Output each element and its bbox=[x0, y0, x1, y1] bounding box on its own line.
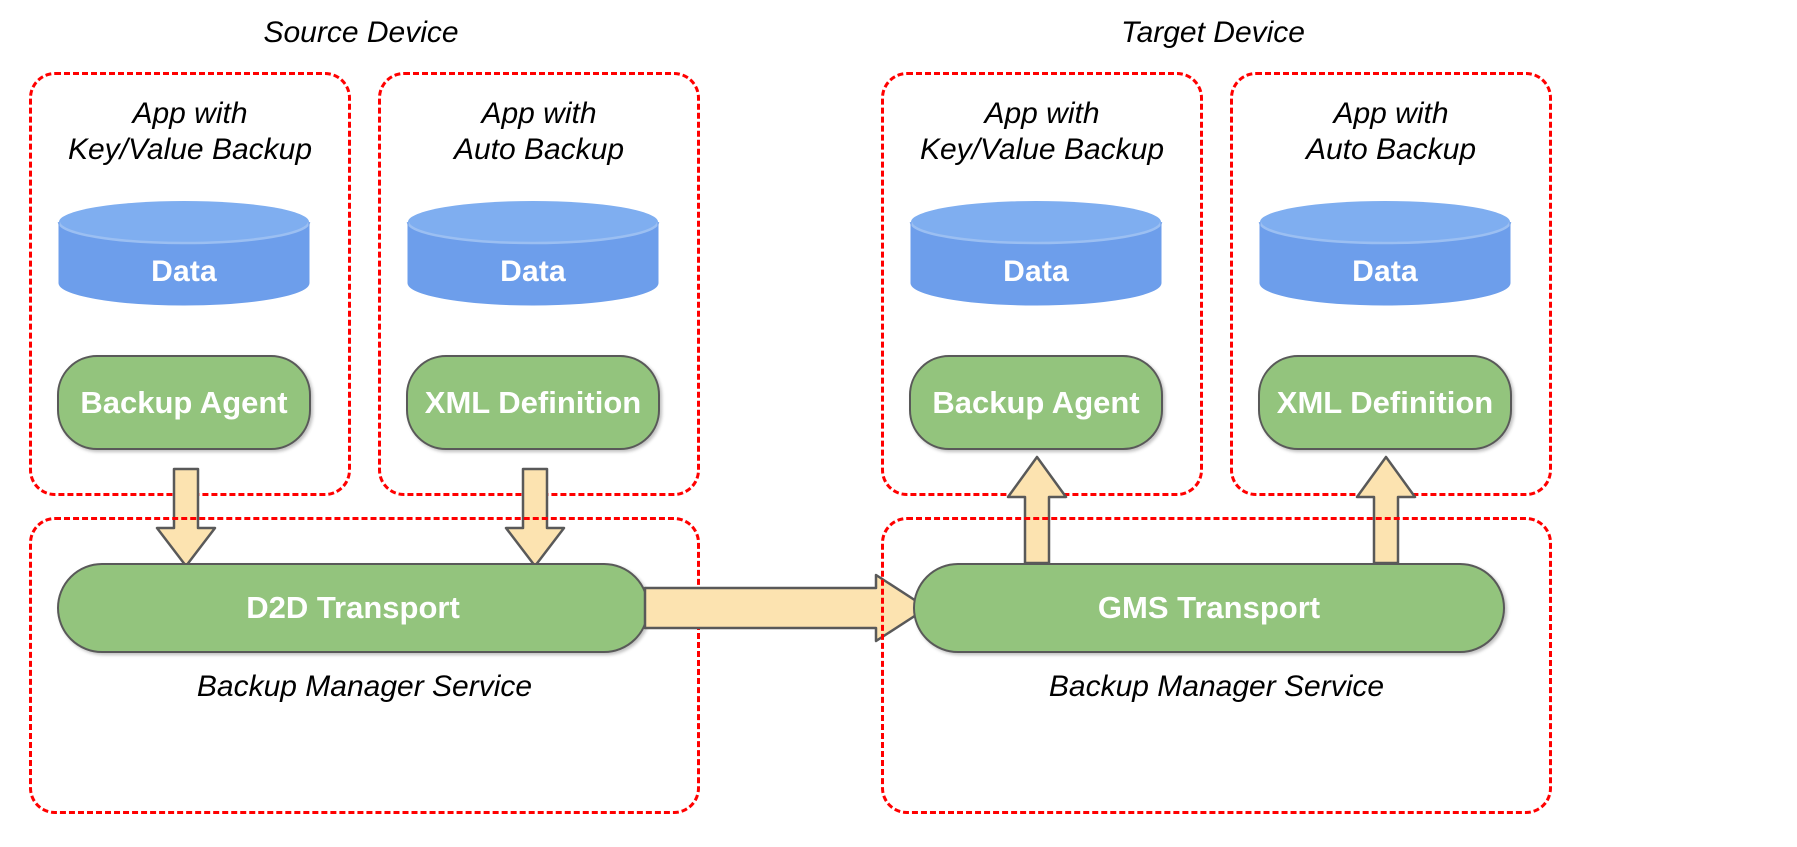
source-app-autobackup-caption: App with Auto Backup bbox=[453, 97, 625, 166]
target-backup-manager-service-box[interactable] bbox=[881, 517, 1552, 814]
target-app-keyvalue-data-cylinder: Data bbox=[909, 200, 1163, 306]
source-app-keyvalue-component[interactable]: Backup Agent bbox=[57, 355, 311, 450]
source-app-keyvalue-data-cylinder: Data bbox=[57, 200, 311, 306]
source-backup-manager-service-caption: Backup Manager Service bbox=[196, 670, 533, 703]
source-device-title: Source Device bbox=[263, 16, 459, 49]
target-app-autobackup-data-cylinder: Data bbox=[1258, 200, 1512, 306]
target-app-autobackup-caption: App with Auto Backup bbox=[1305, 97, 1477, 166]
target-app-keyvalue-component[interactable]: Backup Agent bbox=[909, 355, 1163, 450]
target-app-autobackup-component[interactable]: XML Definition bbox=[1258, 355, 1512, 450]
source-app-autobackup-data-cylinder: Data bbox=[406, 200, 660, 306]
target-backup-manager-service-caption: Backup Manager Service bbox=[1048, 670, 1385, 703]
source-app-autobackup-component[interactable]: XML Definition bbox=[406, 355, 660, 450]
device-transfer-arrow-right-icon bbox=[643, 573, 929, 643]
source-d2d-transport[interactable]: D2D Transport bbox=[57, 563, 649, 653]
source-app-keyvalue-caption: App with Key/Value Backup bbox=[67, 97, 313, 166]
target-gms-transport[interactable]: GMS Transport bbox=[913, 563, 1505, 653]
source-backup-manager-service-box[interactable] bbox=[29, 517, 700, 814]
target-device-title: Target Device bbox=[1121, 16, 1305, 49]
target-app-keyvalue-caption: App with Key/Value Backup bbox=[919, 97, 1165, 166]
